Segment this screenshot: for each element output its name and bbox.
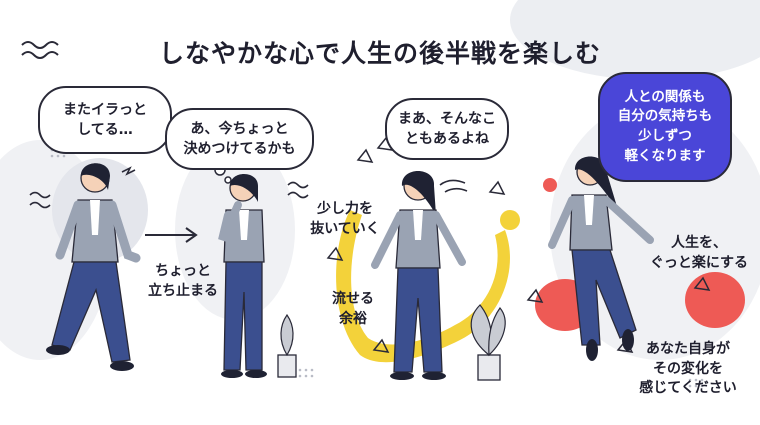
thought-bubble-noticing: あ、今ちょっと 決めつけてるかも — [165, 108, 314, 170]
speech-bubble-irritated: またイラっと してる… — [38, 86, 172, 154]
caption-easier-life: 人生を、 ぐっと楽にする — [649, 235, 749, 271]
caption-feel-change: あなた自身が その変化を 感じてください — [639, 341, 737, 397]
speech-bubble-lighter: 人との関係も 自分の気持ちも 少しずつ 軽くなります — [598, 72, 732, 182]
page-title: しなやかな心で人生の後半戦を楽しむ — [158, 39, 601, 68]
caption-relax: 少し力を 抜いていく — [310, 201, 380, 237]
caption-room: 流せる 余裕 — [332, 291, 374, 327]
caption-pause: ちょっと 立ち止まる — [148, 263, 218, 299]
speech-bubble-accepting: まあ、そんなこ ともあるよね — [385, 98, 509, 160]
